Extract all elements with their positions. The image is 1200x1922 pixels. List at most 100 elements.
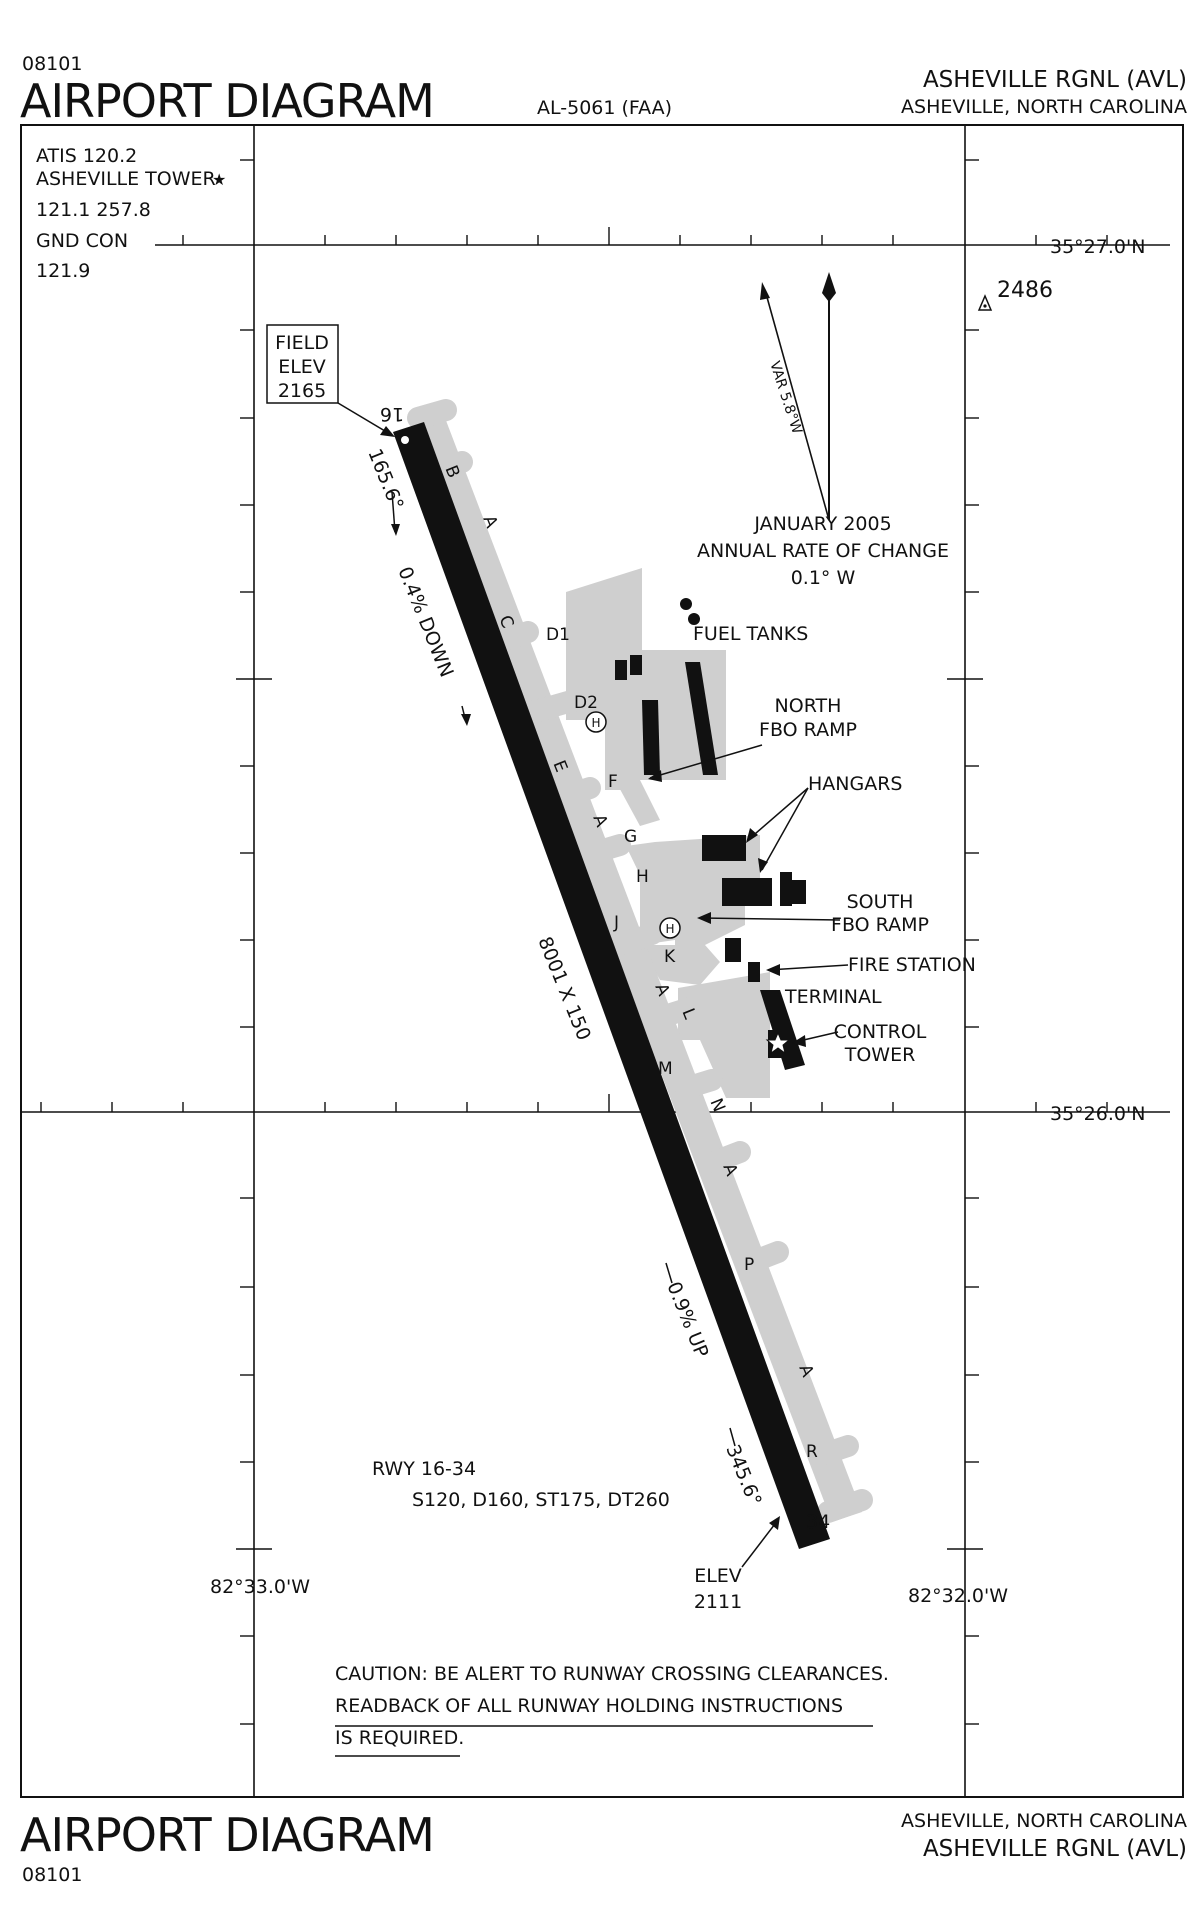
building bbox=[615, 660, 627, 680]
svg-text:H: H bbox=[636, 867, 649, 887]
doc-id: 08101 bbox=[22, 53, 83, 75]
fuel-tanks-label: FUEL TANKS bbox=[693, 623, 808, 645]
hangars-label: HANGARS bbox=[808, 773, 902, 795]
runway-34-elev-value: 2111 bbox=[694, 1591, 742, 1613]
runway-34-elev-label: ELEV bbox=[694, 1565, 742, 1587]
south-fbo-label-2: FBO RAMP bbox=[831, 914, 929, 936]
diagram-frame bbox=[20, 124, 1184, 1798]
latitude-north: 35°27.0'N bbox=[1050, 236, 1145, 258]
hangar-2 bbox=[722, 878, 772, 906]
north-fbo-label-2: FBO RAMP bbox=[759, 719, 857, 741]
svg-text:K: K bbox=[664, 947, 676, 967]
runway-end-16: 16 bbox=[380, 403, 404, 425]
control-tower-star-icon bbox=[765, 1031, 791, 1055]
svg-text:R: R bbox=[806, 1442, 818, 1462]
north-fbo-ramp bbox=[566, 568, 726, 790]
runway-end-34: 34 bbox=[806, 1511, 830, 1533]
latitude-south: 35°26.0'N bbox=[1050, 1103, 1145, 1125]
svg-text:F: F bbox=[608, 772, 618, 792]
longitude-west: 82°33.0'W bbox=[210, 1576, 310, 1598]
airport-name: ASHEVILLE RGNL (AVL) bbox=[922, 67, 1187, 93]
svg-text:D2: D2 bbox=[574, 693, 598, 713]
fire-station-label: FIRE STATION bbox=[848, 954, 976, 976]
taxiway-a-strip bbox=[412, 410, 862, 1522]
footer-title: AIRPORT DIAGRAM bbox=[20, 1808, 435, 1862]
runway-16-34 bbox=[393, 422, 830, 1549]
ramp-connector-d bbox=[580, 620, 605, 720]
footer-airport-name: ASHEVILLE RGNL (AVL) bbox=[922, 1836, 1187, 1862]
coordinate-grid bbox=[21, 126, 1170, 1796]
fuel-tank-icon bbox=[688, 613, 700, 625]
runway-slope-34: 0.9% UP bbox=[662, 1279, 712, 1361]
magnetic-epoch: JANUARY 2005 bbox=[753, 513, 891, 535]
field-elev-label-1: FIELD bbox=[275, 332, 329, 354]
magnetic-rate-label: ANNUAL RATE OF CHANGE bbox=[697, 540, 949, 562]
helipad-label: H bbox=[591, 716, 600, 730]
ground-label: GND CON bbox=[36, 230, 128, 252]
obstacle-elevation: 2486 bbox=[997, 278, 1053, 303]
ramp-connector-k bbox=[640, 945, 720, 985]
control-tower-label-2: TOWER bbox=[844, 1044, 916, 1066]
ground-frequency: 121.9 bbox=[36, 260, 90, 282]
magnetic-north-line bbox=[764, 289, 830, 521]
south-fbo-label-1: SOUTH bbox=[847, 891, 914, 913]
city-state: ASHEVILLE, NORTH CAROLINA bbox=[901, 96, 1187, 118]
obstacle-icon bbox=[977, 294, 993, 311]
tower-star-icon: ★ bbox=[212, 170, 226, 189]
building-north-fbo-1 bbox=[642, 700, 660, 775]
true-north-arrow-icon bbox=[822, 272, 836, 302]
caution-line-2: READBACK OF ALL RUNWAY HOLDING INSTRUCTI… bbox=[335, 1695, 843, 1717]
svg-text:J: J bbox=[613, 913, 619, 933]
taxiway-labels: B A C D1 D2 E F A G H J K A L M N A P A … bbox=[440, 463, 818, 1462]
taxiway-connectors bbox=[407, 399, 873, 1523]
runway-heading-16: 165.6° bbox=[363, 446, 407, 513]
helipad-label: H bbox=[665, 922, 674, 936]
runway-strength: S120, D160, ST175, DT260 bbox=[412, 1489, 670, 1511]
tower-name: ASHEVILLE TOWER bbox=[36, 168, 216, 190]
magnetic-north-arrow-icon bbox=[760, 282, 770, 300]
leader-arrowheads bbox=[391, 524, 806, 1530]
building bbox=[630, 655, 642, 675]
footer-doc-id: 08101 bbox=[22, 1864, 83, 1886]
runway-strength-title: RWY 16-34 bbox=[372, 1458, 476, 1480]
magnetic-variation: VAR 5.8°W bbox=[766, 359, 805, 436]
caution-line-1: CAUTION: BE ALERT TO RUNWAY CROSSING CLE… bbox=[335, 1663, 889, 1685]
north-fbo-label-1: NORTH bbox=[775, 695, 842, 717]
svg-text:M: M bbox=[658, 1059, 673, 1079]
ramp-connector-f bbox=[615, 780, 660, 826]
hangar-3 bbox=[780, 872, 792, 906]
field-elev-label-2: ELEV bbox=[278, 356, 326, 378]
svg-text:P: P bbox=[744, 1255, 754, 1275]
svg-text:G: G bbox=[624, 827, 637, 847]
page-title: AIRPORT DIAGRAM bbox=[20, 74, 435, 128]
footer-city-state: ASHEVILLE, NORTH CAROLINA bbox=[901, 1810, 1187, 1832]
building bbox=[725, 938, 741, 962]
atis-frequency: ATIS 120.2 bbox=[36, 145, 137, 167]
magnetic-rate-value: 0.1° W bbox=[791, 567, 856, 589]
helipad-icon bbox=[659, 917, 681, 939]
hangar-1 bbox=[702, 835, 746, 861]
leader-lines bbox=[391, 491, 849, 1568]
hangar-4 bbox=[792, 880, 806, 904]
control-tower-label-1: CONTROL bbox=[834, 1021, 927, 1043]
fire-station-building bbox=[748, 962, 760, 982]
grid-ticks bbox=[40, 159, 1108, 1725]
field-elev-value: 2165 bbox=[278, 380, 326, 402]
caution-line-3: IS REQUIRED. bbox=[335, 1727, 464, 1749]
runway-heading-34: 345.6° bbox=[721, 1442, 765, 1509]
terminal-ramp bbox=[678, 972, 770, 1098]
tower-frequencies: 121.1 257.8 bbox=[36, 199, 151, 221]
buildings bbox=[615, 655, 806, 1070]
building-north-fbo-2 bbox=[685, 662, 718, 775]
procedure-id: AL-5061 (FAA) bbox=[537, 97, 673, 119]
terminal-label: TERMINAL bbox=[784, 986, 882, 1008]
fuel-tank-icon bbox=[680, 598, 692, 610]
field-elev-box bbox=[266, 324, 339, 404]
runway-threshold-light bbox=[401, 436, 409, 444]
ramp-connector-g bbox=[626, 842, 655, 875]
helipad-icon bbox=[585, 711, 607, 733]
field-elev-leader bbox=[337, 402, 391, 435]
ramp-areas bbox=[566, 568, 770, 1098]
svg-text:D1: D1 bbox=[546, 625, 570, 645]
